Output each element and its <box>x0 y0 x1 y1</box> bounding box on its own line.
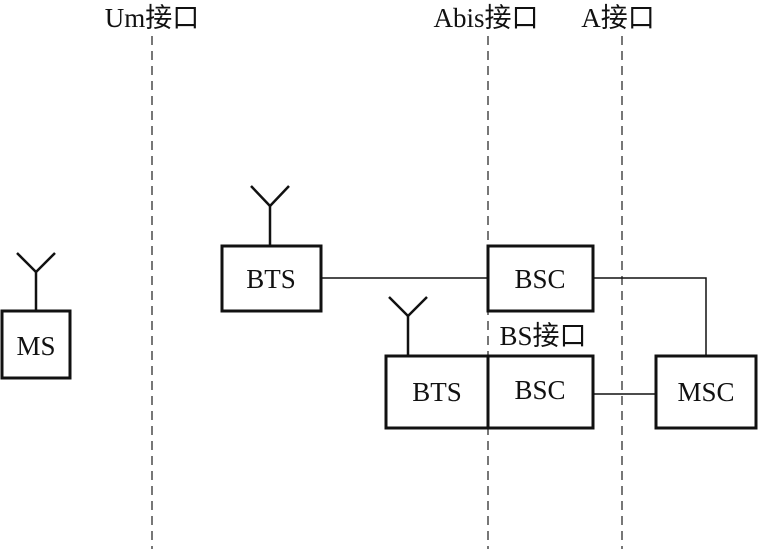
ms-antenna-icon <box>16 252 56 311</box>
bts-top-node: BTS <box>220 244 323 313</box>
um-interface-label: Um接口 <box>105 3 200 33</box>
bts-top-label: BTS <box>246 264 296 294</box>
bsc-top-msc-link <box>593 277 707 356</box>
bsc-bottom-label: BSC <box>514 375 565 405</box>
bts-bottom-antenna-icon <box>388 296 428 356</box>
bts-bottom-node: BTS <box>384 354 490 430</box>
a-interface-label: A接口 <box>581 3 655 33</box>
bsc-bottom-node: BSC <box>486 354 595 430</box>
bts-top-antenna-icon <box>250 185 290 246</box>
msc-node: MSC <box>654 354 758 430</box>
bsc-top-node: BSC <box>486 244 595 313</box>
ms-node: MS <box>0 309 72 380</box>
bts-bottom-label: BTS <box>412 377 462 407</box>
msc-label: MSC <box>677 377 734 407</box>
abis-interface-label: Abis接口 <box>433 3 538 33</box>
bs-interface-label: BS接口 <box>499 321 586 351</box>
ms-label: MS <box>16 331 55 361</box>
bsc-top-label: BSC <box>514 264 565 294</box>
